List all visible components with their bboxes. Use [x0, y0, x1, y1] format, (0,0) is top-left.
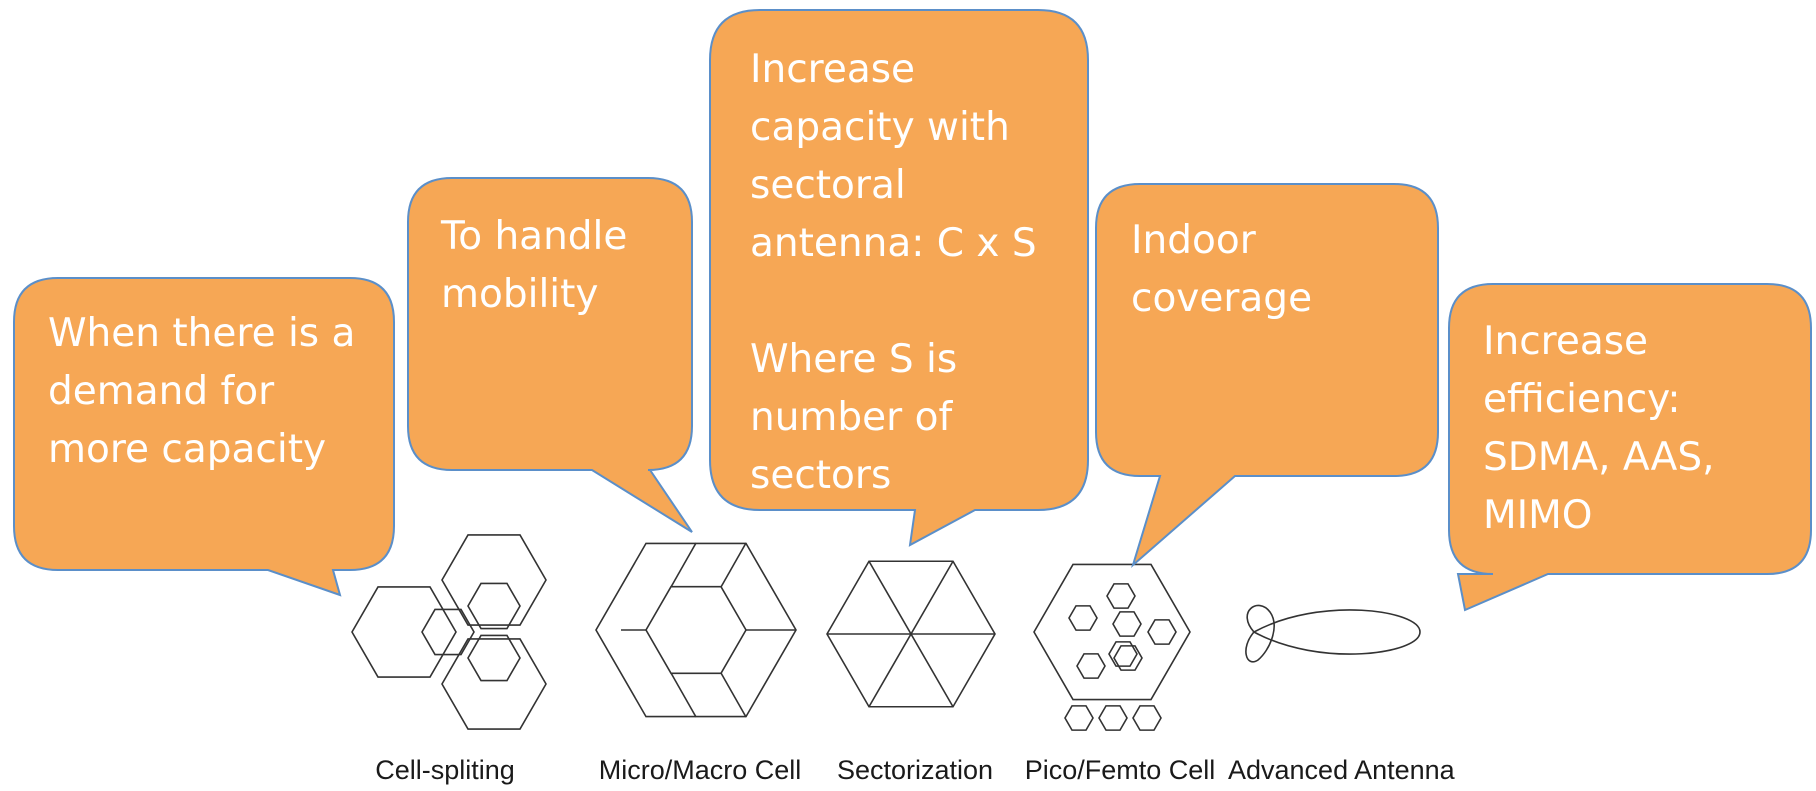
hexagon: [467, 582, 521, 630]
pico-hexagon: [1068, 605, 1098, 631]
callout-indoor-coverage: Indoor coverage: [1131, 218, 1313, 321]
hexagon: [351, 586, 457, 678]
cell-edge: [670, 672, 697, 718]
pico-hexagon: [1108, 641, 1138, 667]
hexagon: [467, 634, 521, 682]
pico-hexagon: [1147, 619, 1177, 645]
cell-edge: [670, 542, 697, 588]
caption-sectorization: Sectorization: [836, 755, 994, 785]
caption-advanced-antenna: Advanced Antenna: [1228, 755, 1455, 785]
cell-edge: [720, 542, 747, 588]
caption-cell-splitting: Cell-spliting: [375, 755, 515, 785]
cell-edge: [720, 672, 747, 718]
main-lobe: [1252, 609, 1421, 655]
hexagon: [645, 585, 747, 675]
hexagon: [441, 638, 547, 730]
hexagon: [441, 534, 547, 626]
back-lobe: [1245, 604, 1275, 663]
callout-bubble-efficiency: [1448, 283, 1812, 612]
callout-bubble-cell-splitting: [13, 277, 395, 597]
hexagon: [1033, 563, 1191, 701]
callout-mobility: To handle mobility: [441, 214, 628, 317]
callout-sectorization: Increase capacity with sectoral antenna:…: [750, 47, 1037, 498]
pico-femto-hexagons-icon: [1033, 563, 1191, 731]
callout-cell-splitting: When there is a demand for more capacity: [48, 311, 356, 472]
femto-hexagon: [1064, 705, 1094, 731]
hexagon: [421, 608, 475, 656]
pico-hexagon: [1106, 583, 1136, 609]
femto-hexagon: [1098, 705, 1128, 731]
femto-hexagon: [1132, 705, 1162, 731]
callout-bubble-mobility: [407, 177, 693, 533]
antenna-beam-lobe-icon: [1245, 604, 1421, 663]
pico-hexagon: [1113, 645, 1143, 671]
callout-bubble-indoor-coverage: [1095, 183, 1439, 569]
pico-hexagon: [1076, 653, 1106, 679]
overlapping-hexagons-icon: [351, 534, 547, 730]
callout-bubble-sectorization: [709, 9, 1089, 547]
callout-efficiency: Increase efficiency: SDMA, AAS, MIMO: [1483, 319, 1715, 538]
pico-hexagon: [1112, 611, 1142, 637]
caption-micro-macro-cell: Micro/Macro Cell: [598, 755, 802, 785]
sectored-hexagon-icon: [826, 560, 996, 708]
sector-line: [868, 560, 954, 708]
nested-hexagon-cells-icon: [595, 542, 797, 718]
caption-pico-femto-cell: Pico/Femto Cell: [1024, 755, 1216, 785]
